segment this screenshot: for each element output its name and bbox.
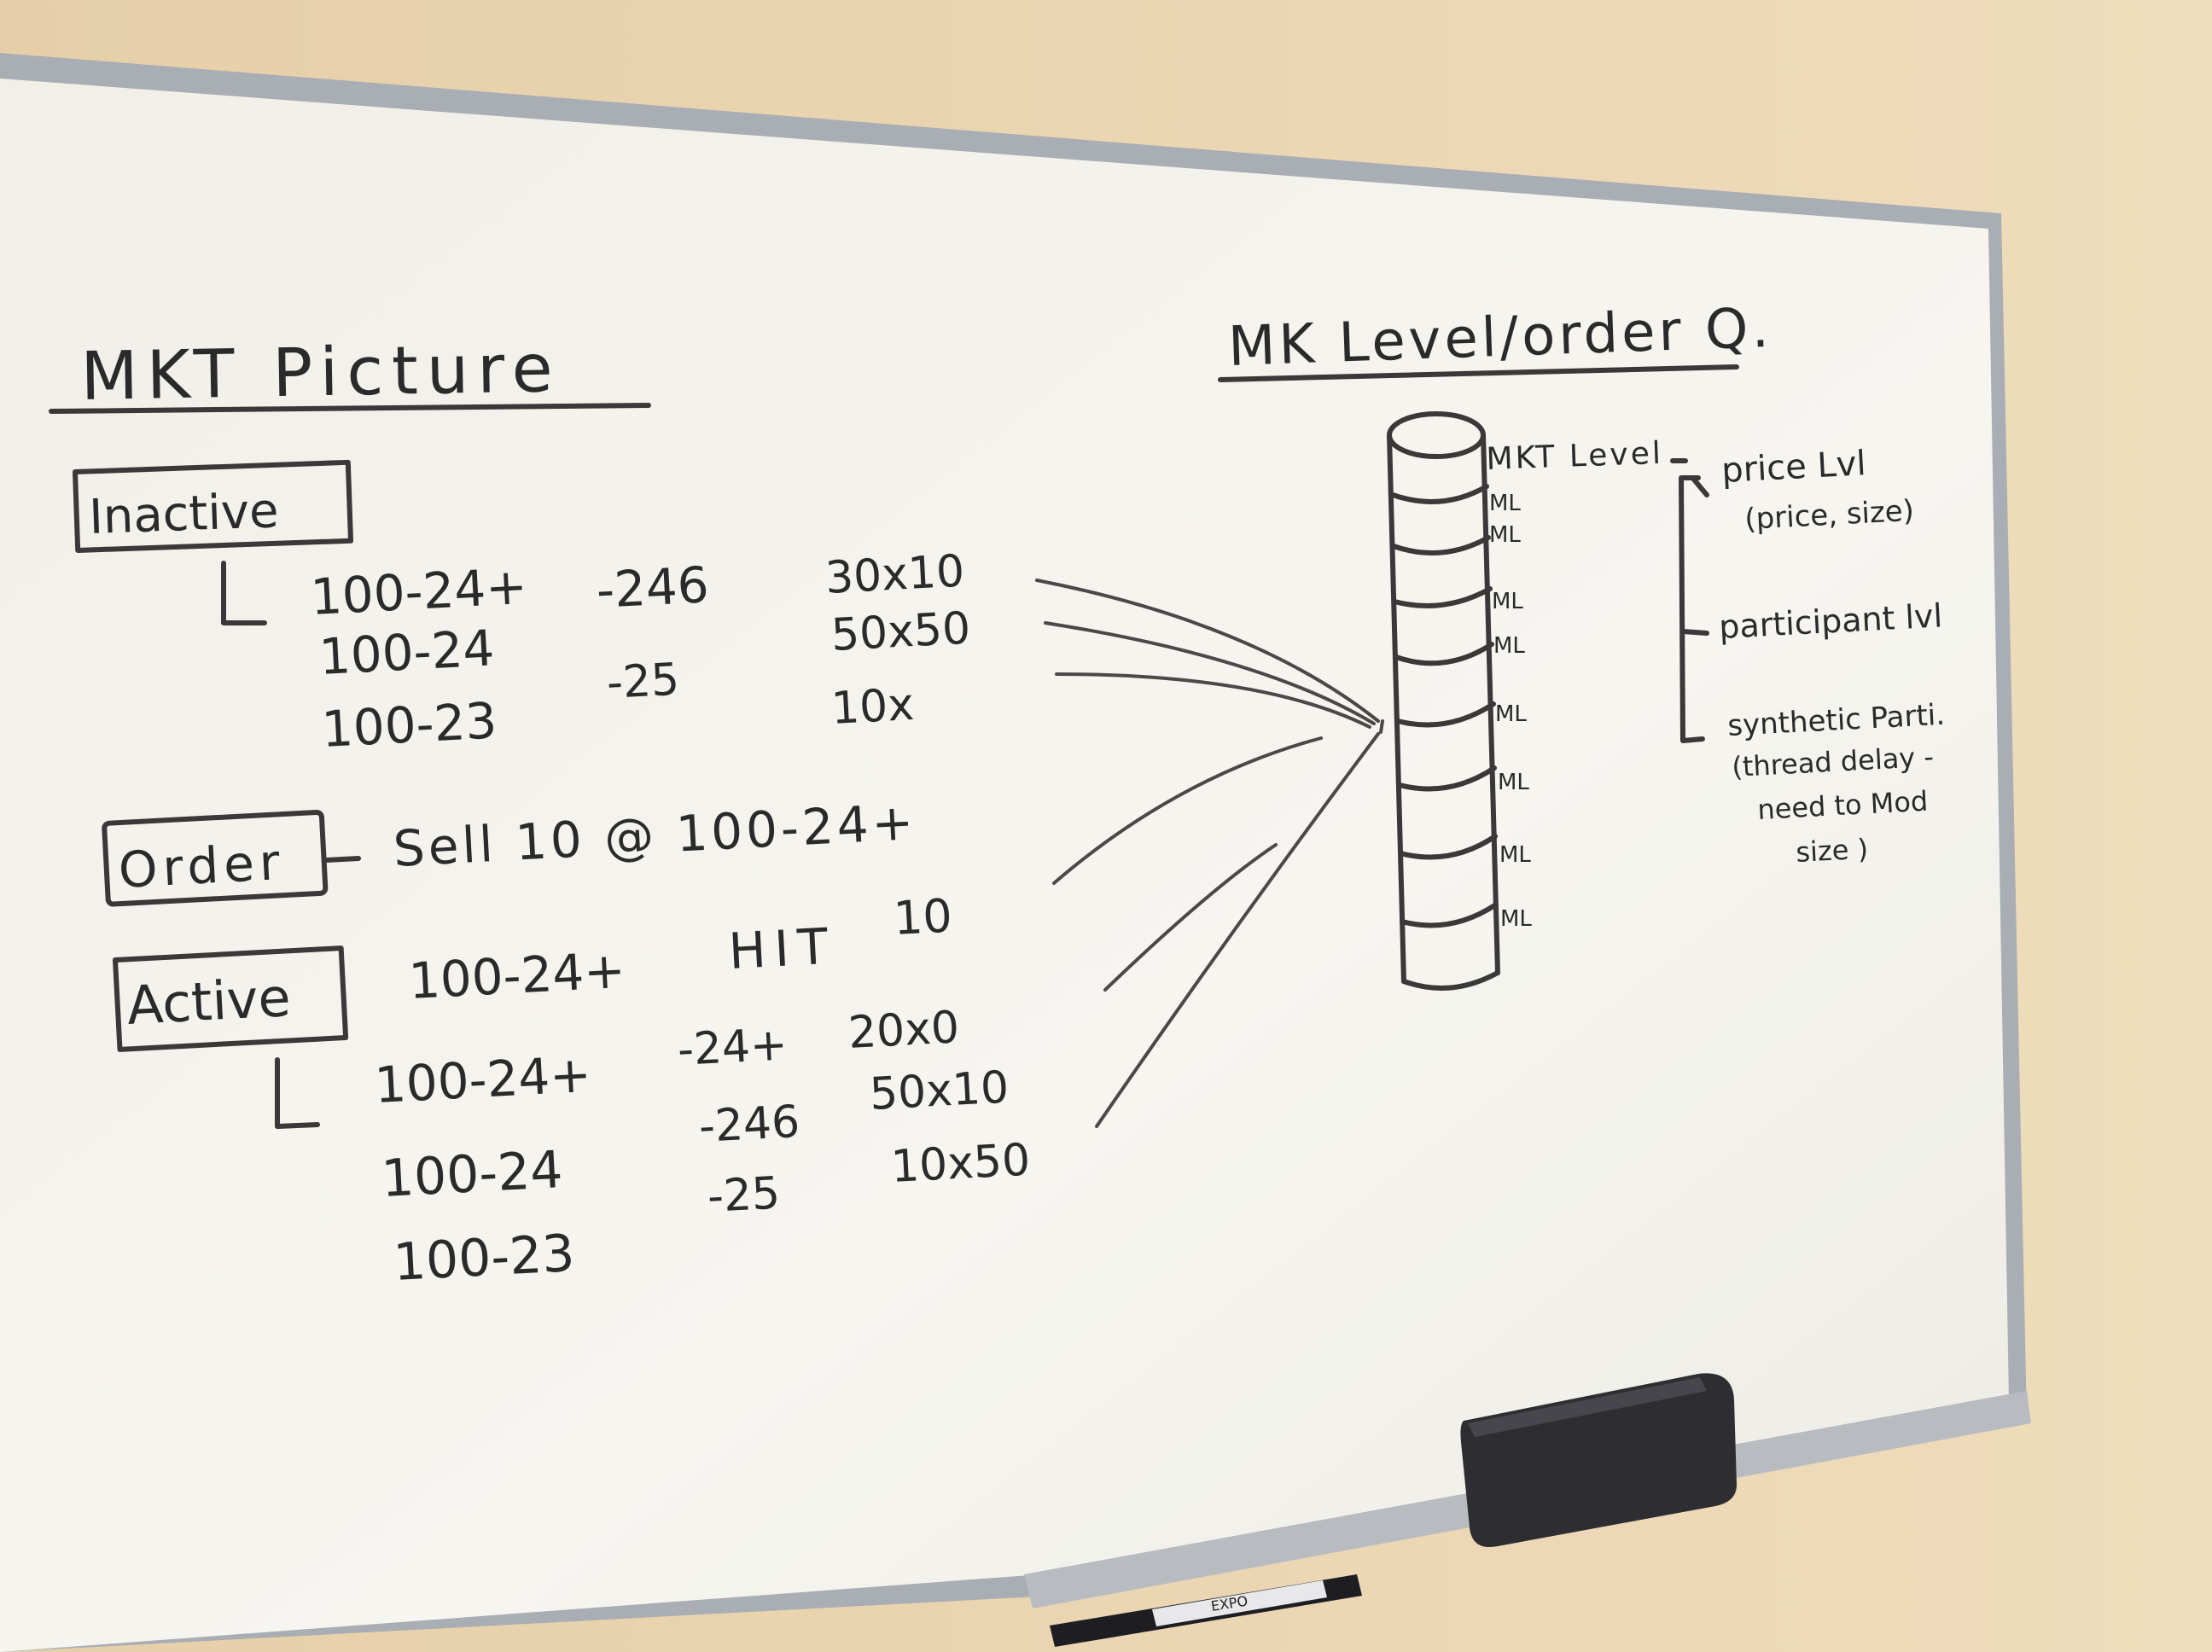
order-label: Order	[117, 833, 286, 899]
inactive-row-2-size: 50x50	[830, 603, 972, 661]
eraser[interactable]	[1460, 1373, 1737, 1548]
active-row-1-size: 20x0	[847, 1002, 961, 1059]
inactive-row-1-tick: -246	[595, 556, 710, 620]
inactive-row-1-size: 30x10	[824, 546, 966, 604]
inactive-row-1-price: 100-24+	[309, 557, 528, 626]
active-row-2-size: 50x10	[869, 1062, 1010, 1120]
inactive-box	[73, 459, 354, 553]
connector-lines	[1035, 579, 1384, 1128]
notes-bracket-mid	[1680, 629, 1709, 636]
active-row-3-size: 10x50	[890, 1135, 1032, 1193]
active-row-3-tick: -25	[707, 1168, 782, 1223]
inactive-row-3-price: 100-23	[320, 691, 498, 759]
board-surface	[0, 79, 2009, 1652]
active-hit-price: 100-24+	[407, 941, 626, 1010]
heading-underline	[49, 403, 651, 414]
ml-label-2: ML	[1489, 522, 1521, 548]
active-box	[113, 945, 349, 1052]
active-row-1-price: 100-24+	[373, 1045, 592, 1114]
active-row-3-price: 100-23	[392, 1224, 576, 1293]
order-connector	[323, 856, 361, 863]
inactive-row-3-size: 10x	[830, 679, 916, 735]
ml-label-3: ML	[1492, 589, 1523, 614]
ml-label-5: ML	[1495, 701, 1527, 727]
order-queue-cylinder	[1387, 411, 1500, 991]
inactive-row-2-price: 100-24	[317, 619, 496, 686]
ml-label-7: ML	[1499, 842, 1531, 868]
active-hit-qty: 10	[892, 888, 953, 945]
note-1-line-1: price Lvl	[1720, 444, 1867, 491]
inactive-label: Inactive	[88, 483, 279, 545]
active-row-1-tick: -24+	[677, 1019, 789, 1076]
mkt-level-label: MKT Level	[1486, 436, 1664, 477]
inactive-row-2-tick: -25	[606, 654, 681, 709]
inactive-bracket	[221, 561, 267, 625]
right-heading-underline	[1218, 364, 1739, 382]
order-box	[102, 809, 329, 907]
left-section: MKT Picture Inactive 100-24+ -246 30x10 …	[49, 330, 1032, 1293]
marker-black[interactable]: EXPO	[1050, 1574, 1362, 1647]
note-3-line-4: size )	[1795, 833, 1869, 869]
active-label: Active	[125, 966, 292, 1037]
active-row-2-tick: -246	[698, 1096, 801, 1153]
ml-label-8: ML	[1500, 906, 1532, 932]
notes-bracket-top	[1691, 477, 1709, 497]
notes-bracket	[1670, 458, 1705, 743]
active-row-2-price: 100-24	[380, 1140, 564, 1209]
ml-label-6: ML	[1498, 770, 1529, 795]
mkt-picture-heading: MKT Picture	[80, 330, 562, 416]
active-hit-text: HIT	[727, 916, 838, 980]
ml-label-1: ML	[1489, 491, 1521, 516]
active-bracket	[275, 1057, 320, 1129]
ml-label-4: ML	[1493, 633, 1525, 659]
